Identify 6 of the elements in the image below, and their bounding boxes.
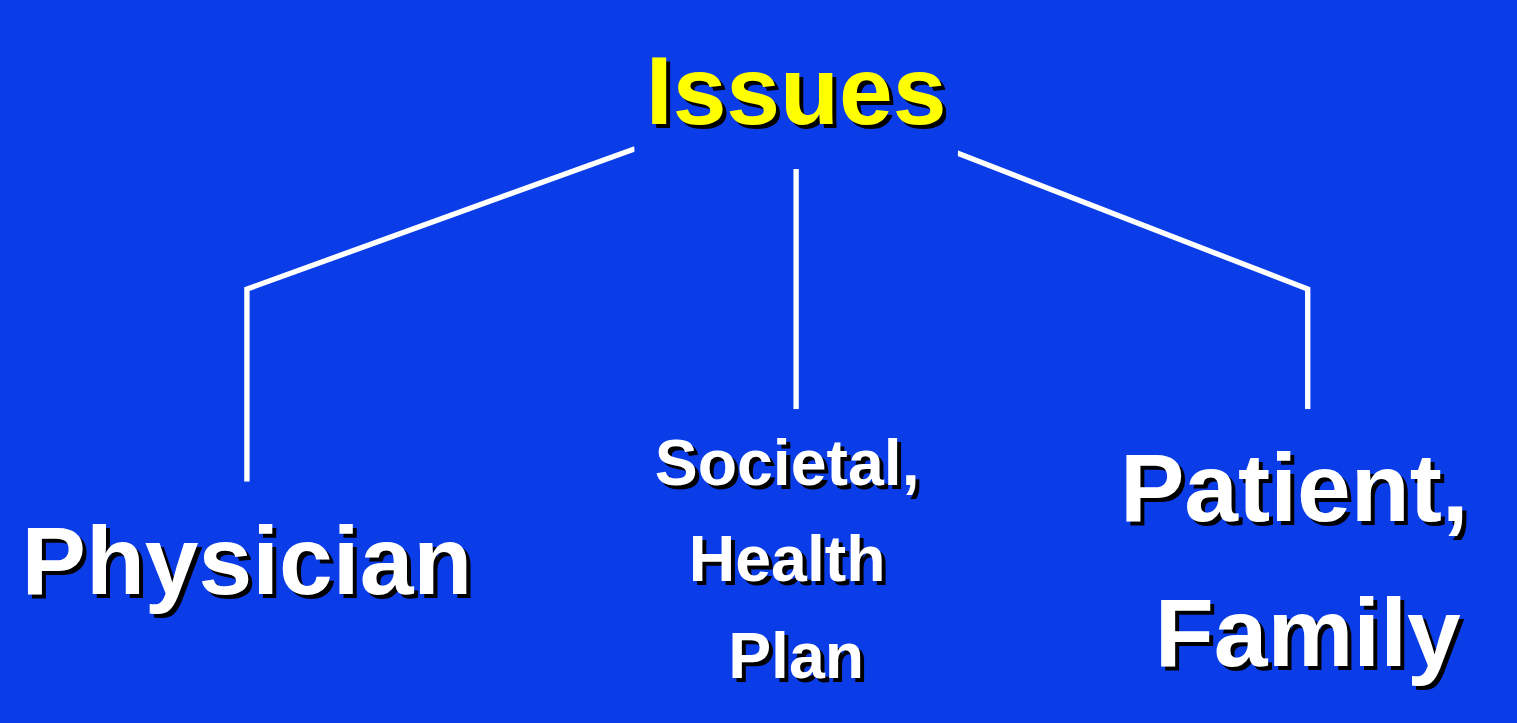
node-text: Societal, Health Plan	[654, 427, 920, 692]
node-text: Physician	[21, 506, 473, 614]
connector	[793, 168, 799, 410]
node-text: Patient, Family	[1119, 433, 1469, 687]
connector	[244, 146, 636, 483]
node-text: Issues	[645, 36, 947, 145]
